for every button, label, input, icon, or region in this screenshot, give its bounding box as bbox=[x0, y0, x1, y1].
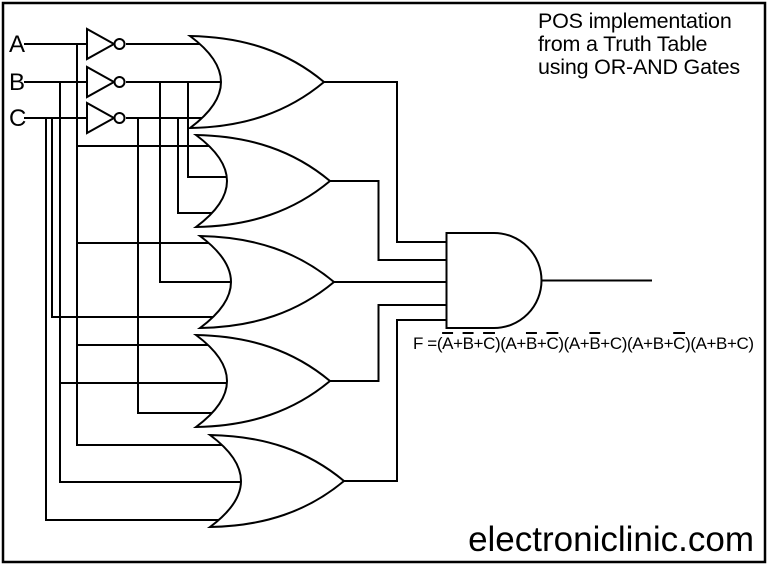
formula-barred-literal: C bbox=[546, 334, 559, 353]
diagram-title: POS implementation from a Truth Table us… bbox=[538, 9, 740, 79]
or-gate-1 bbox=[186, 34, 326, 130]
not-a-bubble bbox=[113, 38, 126, 50]
not-gate-a bbox=[86, 27, 126, 61]
input-label-b: B bbox=[9, 69, 25, 96]
not-gate-b bbox=[86, 65, 126, 99]
formula-barred-literal: B bbox=[462, 334, 474, 353]
input-label-c: C bbox=[9, 105, 26, 132]
or-gate-5 bbox=[206, 433, 346, 529]
watermark: electroniclinic.com bbox=[468, 520, 754, 559]
formula-segment: + bbox=[453, 334, 463, 353]
not-c-bubble bbox=[113, 112, 126, 124]
input-label-a: A bbox=[9, 31, 25, 58]
formula-barred-literal: C bbox=[483, 334, 495, 353]
formula-segment: )(A+ bbox=[494, 334, 526, 353]
wire-or5-to-and bbox=[344, 319, 449, 482]
wire-not-c-out bbox=[126, 117, 236, 414]
wire-or1-to-and bbox=[324, 81, 449, 243]
and-gate bbox=[445, 232, 543, 329]
or-gate-2 bbox=[192, 133, 332, 229]
or-gate-3 bbox=[196, 234, 336, 330]
wire-bus-b bbox=[59, 82, 250, 483]
wire-not-b-out bbox=[126, 81, 240, 283]
not-b-bubble bbox=[113, 76, 126, 88]
not-gate-c bbox=[86, 101, 126, 135]
formula-segment: + bbox=[536, 334, 547, 353]
wire-bus-a bbox=[76, 44, 250, 446]
formula-segment: F =( bbox=[413, 334, 443, 353]
formula-segment: + bbox=[473, 334, 484, 353]
formula-barred-literal: B bbox=[525, 334, 537, 353]
not-a-triangle bbox=[86, 27, 117, 61]
formula-barred-literal: C bbox=[673, 334, 686, 353]
or-gate-4 bbox=[192, 333, 332, 429]
formula-segment: +C)(A+B+ bbox=[600, 334, 674, 353]
formula: F =(A+B+C)(A+B+C)(A+B+C)(A+B+C)(A+B+C) bbox=[413, 334, 754, 354]
wire-or4-to-and bbox=[330, 304, 449, 382]
not-b-triangle bbox=[86, 65, 117, 99]
formula-barred-literal: B bbox=[589, 334, 601, 353]
formula-barred-literal: A bbox=[442, 334, 454, 353]
not-c-triangle bbox=[86, 101, 117, 135]
formula-segment: )(A+ bbox=[558, 334, 590, 353]
wire-or2-to-and bbox=[330, 180, 449, 261]
wire-bus-c-or3 bbox=[51, 118, 240, 318]
wire-bus-c-or5 bbox=[45, 118, 250, 521]
formula-segment: )(A+B+C) bbox=[685, 334, 754, 353]
